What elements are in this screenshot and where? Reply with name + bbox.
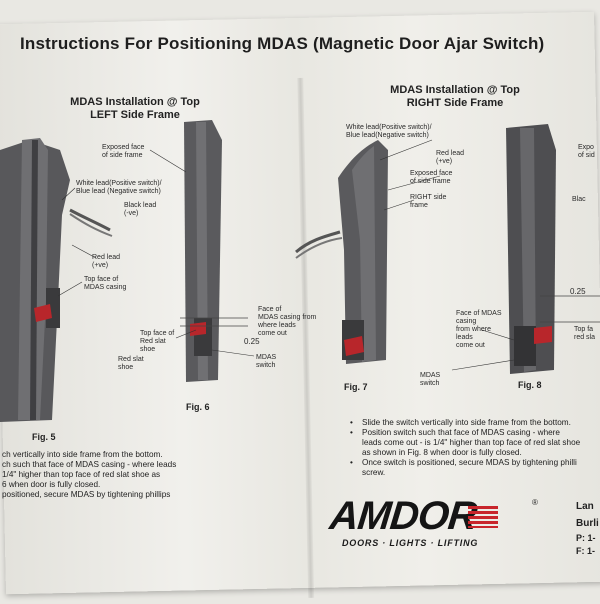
label-dimension-fig6: 0.25 bbox=[244, 337, 260, 346]
label-top-face-casing-fig5: Top face of MDAS casing bbox=[84, 276, 127, 291]
label-black-fig8: Blac bbox=[572, 196, 586, 203]
label-leads-fig5: White lead(Positive switch)/ Blue lead (… bbox=[76, 180, 162, 195]
contact-line: P: 1- bbox=[576, 533, 596, 543]
label-exposed-face-fig6: Exposed face of side frame bbox=[102, 144, 145, 159]
left-instruction-line: positioned, secure MDAS by tightening ph… bbox=[2, 490, 171, 499]
fig7-red-slat-shoe bbox=[344, 336, 364, 356]
left-instruction-line: 1/4" higher than top face of red slat sh… bbox=[2, 470, 161, 479]
fig5-caption: Fig. 5 bbox=[32, 432, 56, 442]
label-red-lead-fig7: Red lead (+ve) bbox=[436, 150, 465, 165]
right-instruction-line: as shown in Fig. 8 when door is fully cl… bbox=[362, 448, 522, 457]
fig8-caption: Fig. 8 bbox=[518, 380, 542, 390]
label-leads-fig7: White lead(Positive switch)/ Blue lead(N… bbox=[346, 124, 432, 139]
logo-tagline: DOORS · LIGHTS · LIFTING bbox=[342, 538, 479, 548]
fig6-red-slat-shoe bbox=[190, 322, 206, 336]
label-face-casing-leads-fig6: Face of MDAS casing from where leads com… bbox=[258, 306, 317, 337]
page-title: Instructions For Positioning MDAS (Magne… bbox=[20, 34, 545, 53]
right-instruction-line: Once switch is positioned, secure MDAS b… bbox=[362, 458, 598, 468]
label-exposed-face-fig8: Expo of sid bbox=[578, 144, 595, 159]
label-top-face-fig8: Top fa red sla bbox=[574, 326, 596, 341]
label-black-lead-fig5: Black lead (-ve) bbox=[124, 202, 157, 217]
label-dimension-fig8: 0.25 bbox=[570, 287, 586, 296]
label-mdas-switch-fig8: MDAS switch bbox=[420, 372, 441, 387]
left-heading-line1: MDAS Installation @ Top bbox=[70, 96, 200, 108]
left-instruction-line: ch vertically into side frame from the b… bbox=[2, 450, 163, 459]
leader-lines bbox=[57, 139, 515, 371]
right-panel-heading: MDAS Installation @ Top RIGHT Side Frame bbox=[360, 84, 550, 110]
fig5-wire-bundle bbox=[69, 208, 111, 232]
fig7-wire-bundle bbox=[295, 230, 341, 254]
contact-line: Burli bbox=[576, 518, 599, 529]
fig7-side-frame bbox=[295, 140, 388, 364]
left-panel-heading: MDAS Installation @ Top LEFT Side Frame bbox=[40, 96, 230, 122]
left-instruction-line: ch such that face of MDAS casing - where… bbox=[2, 460, 177, 469]
right-heading-line1: MDAS Installation @ Top bbox=[390, 84, 520, 96]
right-instruction-line: Slide the switch vertically into side fr… bbox=[362, 418, 598, 428]
logo-stripes bbox=[468, 506, 498, 528]
right-heading-line2: RIGHT Side Frame bbox=[406, 97, 504, 109]
label-red-lead-fig5: Red lead (+ve) bbox=[92, 254, 121, 269]
contact-line: F: 1- bbox=[576, 546, 595, 556]
label-top-face-shoe-fig6: Top face of Red slat shoe bbox=[140, 330, 175, 353]
logo-registered-mark: ® bbox=[532, 498, 538, 507]
fig7-caption: Fig. 7 bbox=[344, 382, 368, 392]
left-instruction-line: 6 when door is fully closed. bbox=[2, 480, 101, 489]
right-instruction-line: screw. bbox=[362, 468, 386, 477]
fig8-side-frame bbox=[506, 124, 600, 374]
right-instruction-line: leads come out - is 1/4" higher than top… bbox=[362, 438, 581, 447]
label-exposed-face-fig7: Exposed face of side frame bbox=[410, 170, 453, 185]
contact-line: Lan bbox=[576, 501, 594, 512]
left-heading-line2: LEFT Side Frame bbox=[90, 109, 180, 121]
contact-block: Lan Burli P: 1- F: 1- bbox=[576, 498, 599, 558]
fig6-side-frame bbox=[180, 120, 248, 382]
fig6-caption: Fig. 6 bbox=[186, 402, 210, 412]
label-red-slat-shoe-fig6: Red slat shoe bbox=[118, 356, 144, 371]
left-instructions: ch vertically into side frame from the b… bbox=[2, 450, 292, 500]
amdor-logo: AMDOR ® DOORS · LIGHTS · LIFTING bbox=[327, 494, 550, 554]
label-right-frame-fig7: RIGHT side frame bbox=[410, 194, 447, 209]
label-face-casing-leads-fig8: Face of MDAS casing from where leads com… bbox=[456, 310, 502, 349]
right-instruction-line: Position switch such that face of MDAS c… bbox=[362, 428, 598, 438]
fig8-red-slat-shoe bbox=[534, 326, 552, 344]
fig5-side-frame bbox=[0, 138, 113, 422]
fig5-red-slat-shoe bbox=[34, 304, 52, 322]
right-instructions: Slide the switch vertically into side fr… bbox=[362, 418, 598, 478]
logo-wordmark: AMDOR bbox=[327, 494, 479, 538]
label-mdas-switch-fig6: MDAS switch bbox=[256, 354, 277, 369]
